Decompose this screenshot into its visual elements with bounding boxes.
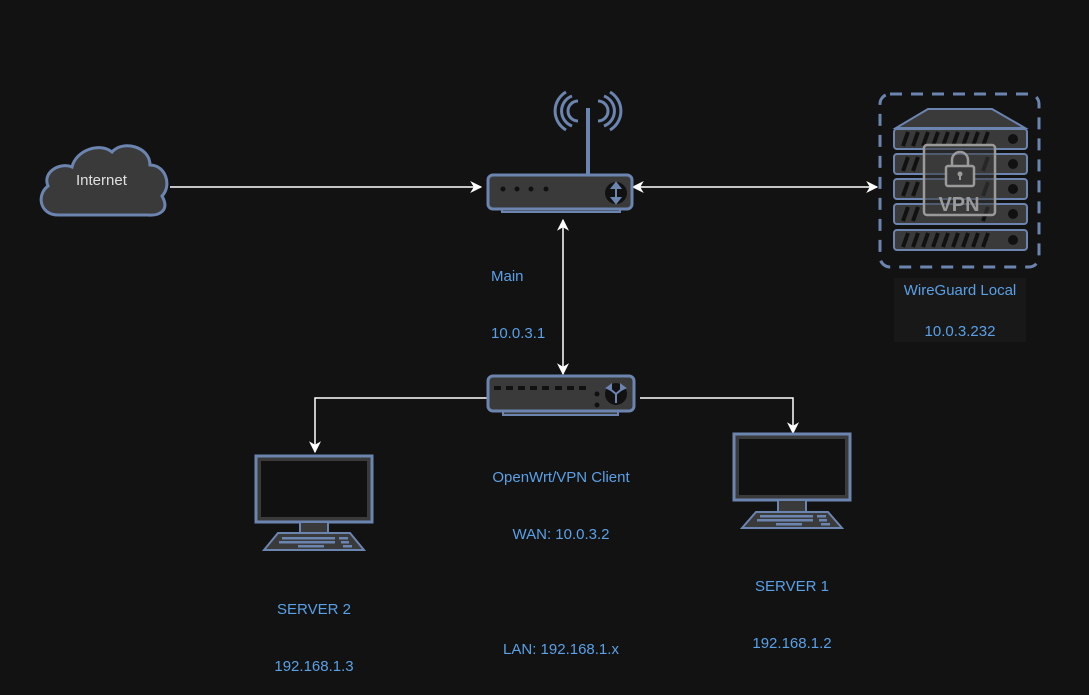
wireguard-label-background bbox=[894, 278, 1026, 342]
vpn-group-boundary bbox=[878, 92, 1041, 269]
server1-name: SERVER 1 bbox=[755, 578, 829, 595]
vpn-badge: VPN bbox=[922, 143, 997, 217]
wireguard-name: WireGuard Local bbox=[903, 282, 1017, 299]
server2-node[interactable] bbox=[254, 454, 374, 551]
internet-cloud-node[interactable] bbox=[39, 144, 169, 217]
main-router-ip: 10.0.3.1 bbox=[491, 325, 546, 342]
openwrt-label: OpenWrt/VPN Client WAN: 10.0.3.2 LAN: 19… bbox=[461, 430, 661, 678]
edge-openwrt-server2[interactable] bbox=[309, 397, 488, 454]
openwrt-wan: WAN: 10.0.3.2 bbox=[512, 526, 610, 543]
wireguard-node[interactable]: VPN bbox=[878, 92, 1041, 269]
server2-label: SERVER 2 192.168.1.3 bbox=[234, 562, 394, 695]
main-router-name: Main bbox=[491, 268, 524, 285]
switch-router-icon bbox=[486, 374, 636, 413]
cloud-icon bbox=[39, 144, 169, 217]
wireless-router-icon bbox=[486, 173, 634, 211]
desktop-computer-icon bbox=[254, 454, 374, 551]
server2-ip: 192.168.1.3 bbox=[274, 658, 354, 675]
edge-openwrt-server1[interactable] bbox=[640, 397, 799, 435]
openwrt-lan: LAN: 192.168.1.x bbox=[503, 641, 619, 658]
main-router-label: Main 10.0.3.1 bbox=[491, 229, 545, 362]
server1-node[interactable] bbox=[732, 432, 852, 529]
antenna bbox=[586, 108, 590, 176]
main-router-node[interactable] bbox=[486, 90, 634, 213]
network-diagram: VPN bbox=[39, 90, 1041, 551]
split-arrows-icon bbox=[605, 383, 627, 403]
openwrt-name: OpenWrt/VPN Client bbox=[492, 469, 630, 486]
lock-icon bbox=[944, 150, 976, 188]
wifi-signal-icon bbox=[553, 90, 623, 132]
server2-name: SERVER 2 bbox=[277, 601, 351, 618]
ethernet-ports bbox=[494, 386, 586, 390]
desktop-computer-icon bbox=[732, 432, 852, 529]
vpn-badge-text: VPN bbox=[938, 194, 979, 216]
internet-label: Internet bbox=[76, 172, 127, 189]
openwrt-node[interactable] bbox=[486, 374, 636, 416]
wireguard-ip: 10.0.3.232 bbox=[924, 323, 996, 340]
up-down-arrows-icon bbox=[609, 181, 623, 205]
server1-ip: 192.168.1.2 bbox=[752, 635, 832, 652]
server1-label: SERVER 1 192.168.1.2 bbox=[712, 539, 872, 672]
